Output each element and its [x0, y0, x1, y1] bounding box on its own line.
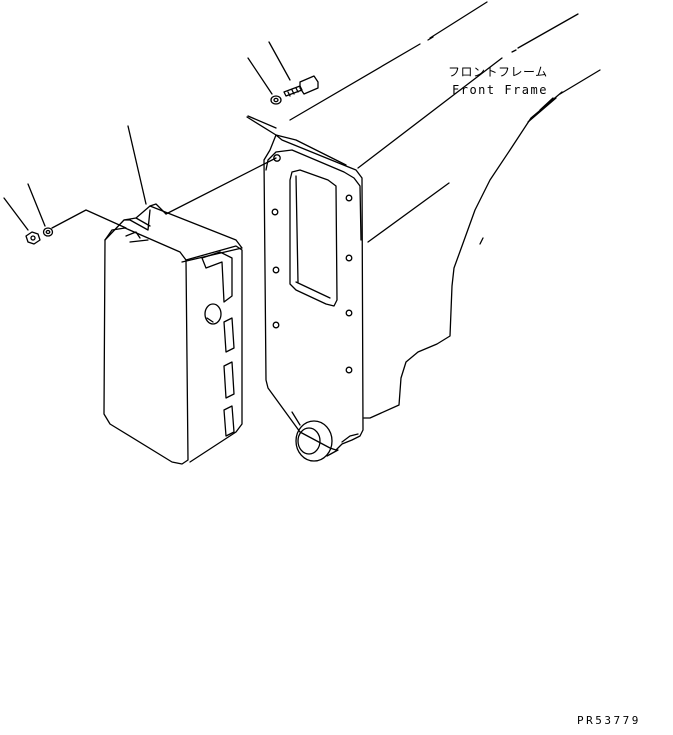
leader-lines	[4, 42, 553, 230]
drawing-code: PR53779	[577, 714, 641, 727]
bolt-icon	[284, 76, 318, 96]
washer-icon	[44, 228, 53, 236]
nut-icon	[26, 232, 40, 244]
front-frame	[290, 2, 600, 418]
washer-icon	[271, 96, 281, 104]
counterweight-block	[104, 204, 242, 464]
fasteners	[26, 76, 318, 244]
part-label-en: Front Frame	[452, 83, 548, 97]
mounting-bracket	[247, 117, 363, 461]
part-label-jp: フロントフレーム	[448, 65, 548, 79]
